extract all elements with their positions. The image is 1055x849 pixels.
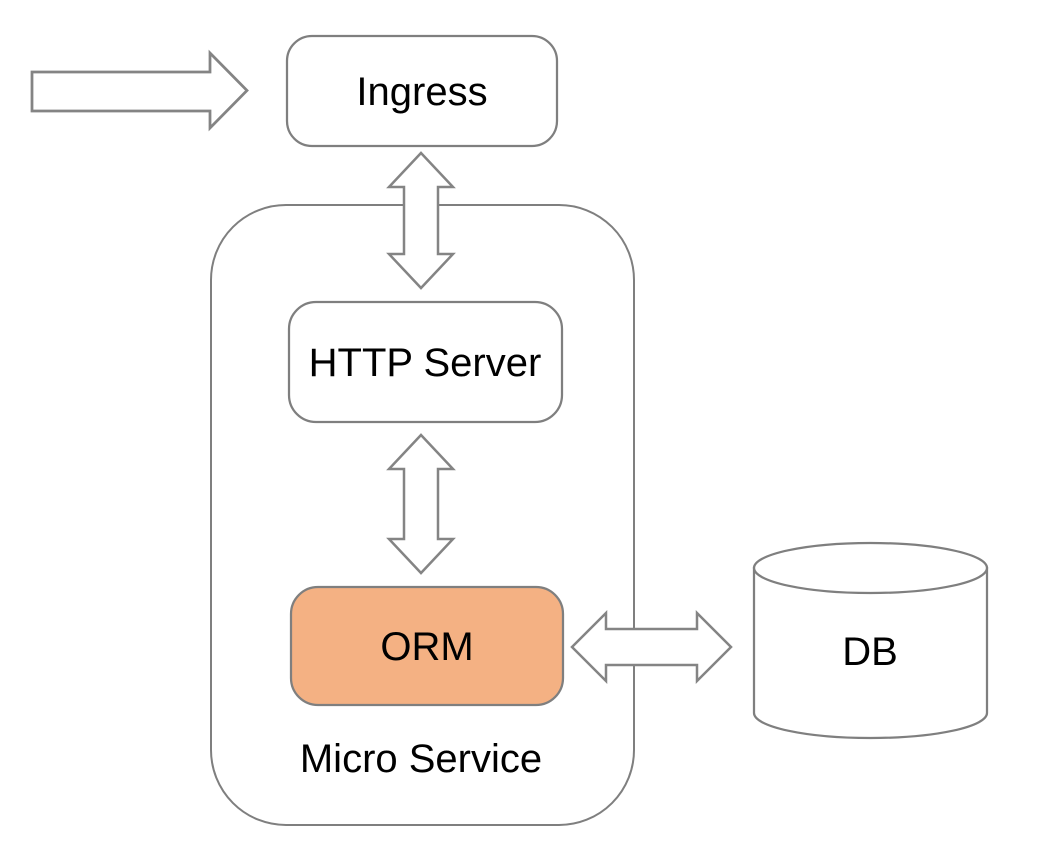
httpserver-orm-arrow-icon [386, 433, 456, 575]
db-label: DB [842, 630, 898, 674]
db-cylinder-top [752, 541, 989, 595]
db-cylinder-body [752, 566, 989, 740]
orm-box [289, 585, 565, 707]
orm-label: ORM [380, 625, 473, 669]
http-server-box [287, 300, 564, 424]
db-cylinder [752, 541, 989, 740]
incoming-request-arrow-icon [30, 49, 249, 132]
ingress-label: Ingress [356, 70, 487, 114]
ingress-box [285, 34, 559, 148]
http-server-label: HTTP Server [309, 341, 542, 385]
orm-db-arrow-icon [570, 609, 733, 685]
micro-service-label: Micro Service [300, 737, 542, 781]
ingress-httpserver-arrow-icon [386, 151, 456, 290]
